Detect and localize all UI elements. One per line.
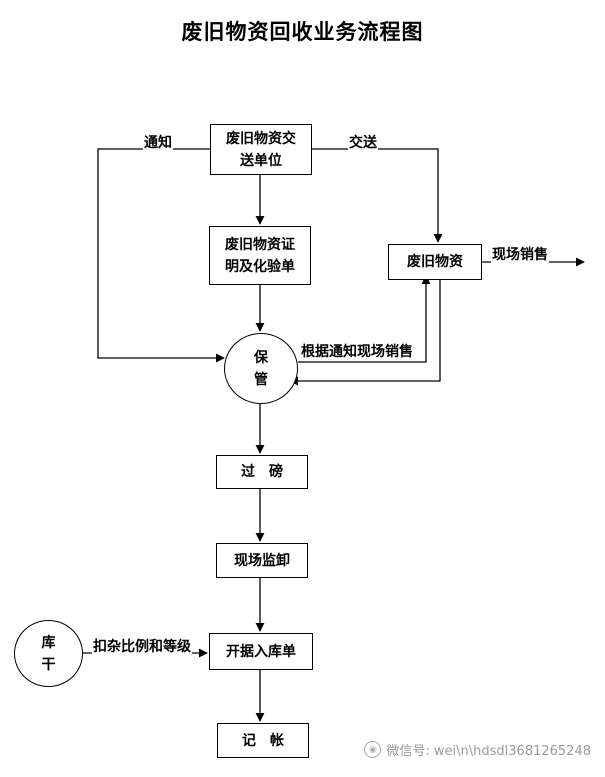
certificate-box: 废旧物资证明及化验单	[209, 226, 311, 285]
unloading-label: 现场监卸	[234, 552, 290, 569]
watermark: ◉ 微信号: wei\n\hdsdl3681265248	[364, 740, 591, 759]
storage-circle: 保管	[224, 333, 298, 404]
record-box: 记 帐	[217, 723, 309, 758]
record-label: 记 帐	[242, 732, 284, 749]
arrow-deliver	[312, 148, 443, 243]
warehouse-circle: 库干	[14, 620, 83, 687]
waste-materials-box: 废旧物资	[388, 244, 482, 280]
unloading-box: 现场监卸	[216, 543, 308, 578]
watermark-text: 微信号: wei\n\hdsdl3681265248	[386, 744, 591, 759]
diagram-title: 废旧物资回收业务流程图	[181, 19, 424, 44]
send-unit-box: 废旧物资交送单位	[210, 124, 312, 175]
receipt-box: 开据入库单	[209, 633, 313, 670]
arrow-waste-to-storage	[289, 280, 441, 386]
arrow-storage-to-waste	[298, 275, 431, 363]
receipt-label: 开据入库单	[226, 643, 296, 660]
deliver-label: 交送	[348, 132, 378, 152]
notify-label: 通知	[143, 132, 173, 152]
weighing-box: 过 磅	[216, 455, 308, 489]
deduct-label: 扣杂比例和等级	[92, 636, 192, 656]
weighing-label: 过 磅	[241, 464, 283, 480]
wechat-icon: ◉	[364, 741, 382, 758]
onsite-sale-label: 现场销售	[491, 244, 549, 264]
warehouse-line2: 干	[41, 656, 56, 673]
certificate-line1: 废旧物资证	[225, 236, 295, 253]
certificate-line2: 明及化验单	[225, 258, 295, 275]
storage-line2: 管	[254, 371, 268, 388]
arrow-notify	[97, 148, 225, 363]
warehouse-line1: 库	[41, 634, 56, 651]
storage-line1: 保	[254, 349, 268, 366]
send-unit-line2: 送单位	[240, 152, 282, 169]
waste-materials-label: 废旧物资	[407, 254, 463, 270]
send-unit-line1: 废旧物资交	[226, 130, 296, 147]
sale-by-notice-label: 根据通知现场销售	[300, 341, 414, 361]
